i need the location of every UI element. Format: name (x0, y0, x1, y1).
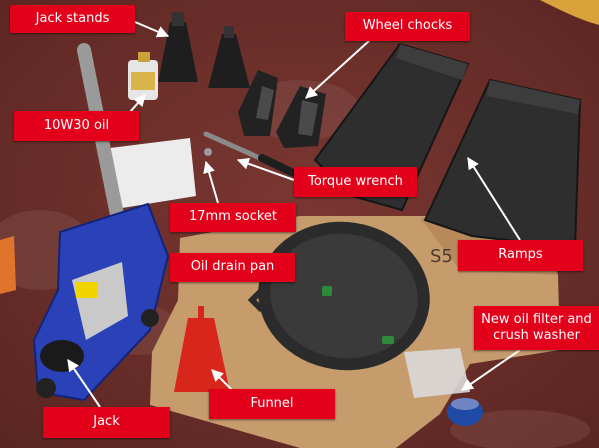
floor-jack (32, 43, 170, 402)
label-oil-drain-pan: Oil drain pan (170, 253, 295, 282)
pointer-ramps (467, 156, 521, 241)
label-10w30-oil: 10W30 oil (14, 111, 139, 141)
wheel-chocks (238, 70, 326, 148)
label-torque-wrench: Torque wrench (294, 167, 417, 197)
pointer-jack (67, 359, 101, 408)
pointer-torque-wrench (236, 157, 295, 181)
oil-drain-pan (247, 221, 430, 371)
pointer-oil-filter (461, 349, 521, 391)
label-17mm-socket: 17mm socket (170, 203, 296, 232)
ramp-right-top (486, 80, 580, 114)
ramp-right (423, 78, 582, 250)
label-funnel: Funnel (209, 389, 335, 419)
shop-rag (110, 138, 196, 208)
label-jack: Jack (43, 407, 170, 438)
label-jack-stands: Jack stands (10, 5, 135, 33)
pointer-oil (129, 94, 146, 113)
label-ramps: Ramps (458, 240, 583, 271)
ramp-left-top (396, 44, 468, 80)
pointer-wheel-chocks (305, 39, 371, 99)
label-oil-filter: New oil filter and crush washer (474, 306, 599, 350)
left-orange-item (0, 236, 16, 294)
label-wheel-chocks: Wheel chocks (345, 12, 470, 41)
pointer-socket (203, 160, 219, 204)
box-print-s5: S5 (430, 246, 453, 267)
oil-bottle (128, 52, 158, 100)
orange-hose (540, 0, 599, 25)
pointer-jack-stands (134, 21, 170, 38)
oil-filter (404, 348, 483, 426)
